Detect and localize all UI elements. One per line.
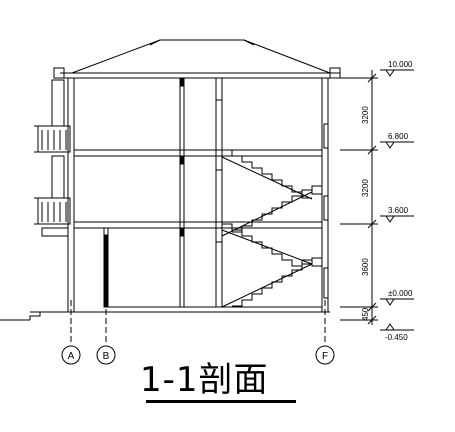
- elevation-markers: [380, 69, 414, 331]
- roof: [53, 39, 341, 79]
- right-windows: [323, 123, 329, 299]
- axis-lines: [70, 300, 326, 345]
- axis-bubbles: [61, 345, 335, 365]
- elevation-roof-label: 10.000: [388, 60, 413, 69]
- title-underline: [146, 400, 296, 403]
- axis-f-label: F: [322, 351, 328, 362]
- elevation-outdoor-label: -0.450: [385, 333, 408, 342]
- axis-b-label: B: [103, 351, 110, 362]
- dimension-chain: [340, 70, 378, 325]
- dimension-plinth-label: 450: [361, 307, 370, 321]
- section-title: 1-1剖面: [140, 360, 269, 400]
- section-title-block: 1-1剖面: [140, 360, 310, 403]
- interior-walls: [103, 77, 223, 308]
- left-balconies: [34, 79, 71, 237]
- axis-a-label: A: [68, 351, 75, 362]
- stairs: [221, 149, 323, 308]
- elevation-ground-label: ±0.000: [388, 289, 413, 298]
- floor-slabs: [0, 149, 330, 321]
- elevation-third-label: 6.800: [388, 132, 409, 141]
- dimension-floor1-label: 3600: [361, 258, 370, 276]
- elevation-second-label: 3.600: [388, 206, 409, 215]
- dimension-floor3-label: 3200: [361, 106, 370, 124]
- dimension-floor2-label: 3200: [361, 179, 370, 197]
